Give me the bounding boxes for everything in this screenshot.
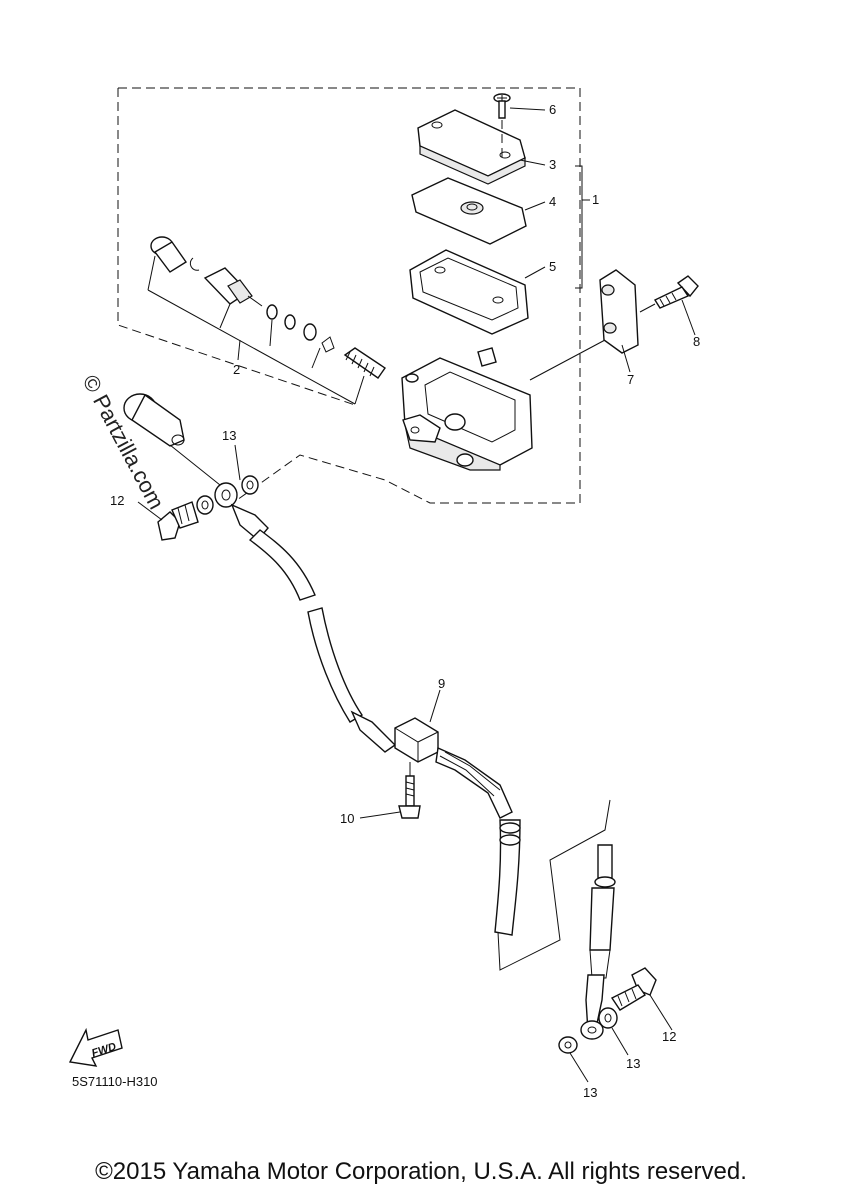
partzilla-watermark: © Partzilla.com bbox=[78, 371, 170, 514]
callout-6: 6 bbox=[549, 102, 556, 117]
brake-hose-upper bbox=[248, 529, 316, 601]
brake-hose-lower bbox=[494, 819, 521, 936]
callout-2: 2 bbox=[233, 362, 240, 377]
union-bolt-lower bbox=[610, 967, 657, 1011]
clamp-bolt bbox=[639, 275, 699, 313]
callout-5: 5 bbox=[549, 259, 556, 274]
callout-1: 1 bbox=[592, 192, 599, 207]
callout-4: 4 bbox=[549, 194, 556, 209]
holder-clamp bbox=[599, 269, 639, 354]
joint-bolt bbox=[398, 775, 421, 819]
master-cylinder-body bbox=[401, 347, 533, 471]
callout-8: 8 bbox=[693, 334, 700, 349]
cap-screw bbox=[493, 93, 511, 160]
callout-7: 7 bbox=[627, 372, 634, 387]
diaphragm-plate bbox=[411, 177, 527, 245]
copper-washer bbox=[241, 475, 259, 495]
copyright-notice: ©2015 Yamaha Motor Corporation, U.S.A. A… bbox=[95, 1158, 747, 1185]
union-bolt-upper bbox=[157, 501, 199, 541]
callout-13-lower: 13 bbox=[583, 1085, 597, 1100]
hose-joint bbox=[350, 710, 513, 819]
brake-hose-middle bbox=[307, 607, 364, 723]
copper-washer bbox=[598, 1007, 618, 1029]
callout-3: 3 bbox=[549, 157, 556, 172]
callout-12-lower: 12 bbox=[662, 1029, 676, 1044]
callout-9: 9 bbox=[438, 676, 445, 691]
diaphragm bbox=[409, 249, 529, 335]
brake-hose-caliper bbox=[580, 844, 616, 1040]
assembly-boundary bbox=[118, 87, 581, 506]
callout-10: 10 bbox=[340, 811, 354, 826]
callout-13-upper: 13 bbox=[222, 428, 236, 443]
callout-12-upper: 12 bbox=[110, 493, 124, 508]
copper-washer bbox=[558, 1036, 578, 1054]
diagram-code: 5S71110-H310 bbox=[72, 1074, 158, 1089]
callout-13-mid: 13 bbox=[626, 1056, 640, 1071]
banjo-cover bbox=[123, 393, 185, 447]
copper-washer bbox=[196, 495, 214, 515]
piston-kit bbox=[150, 236, 386, 379]
reservoir-cap bbox=[417, 109, 526, 185]
fwd-arrow-icon: FWD bbox=[68, 1027, 123, 1067]
